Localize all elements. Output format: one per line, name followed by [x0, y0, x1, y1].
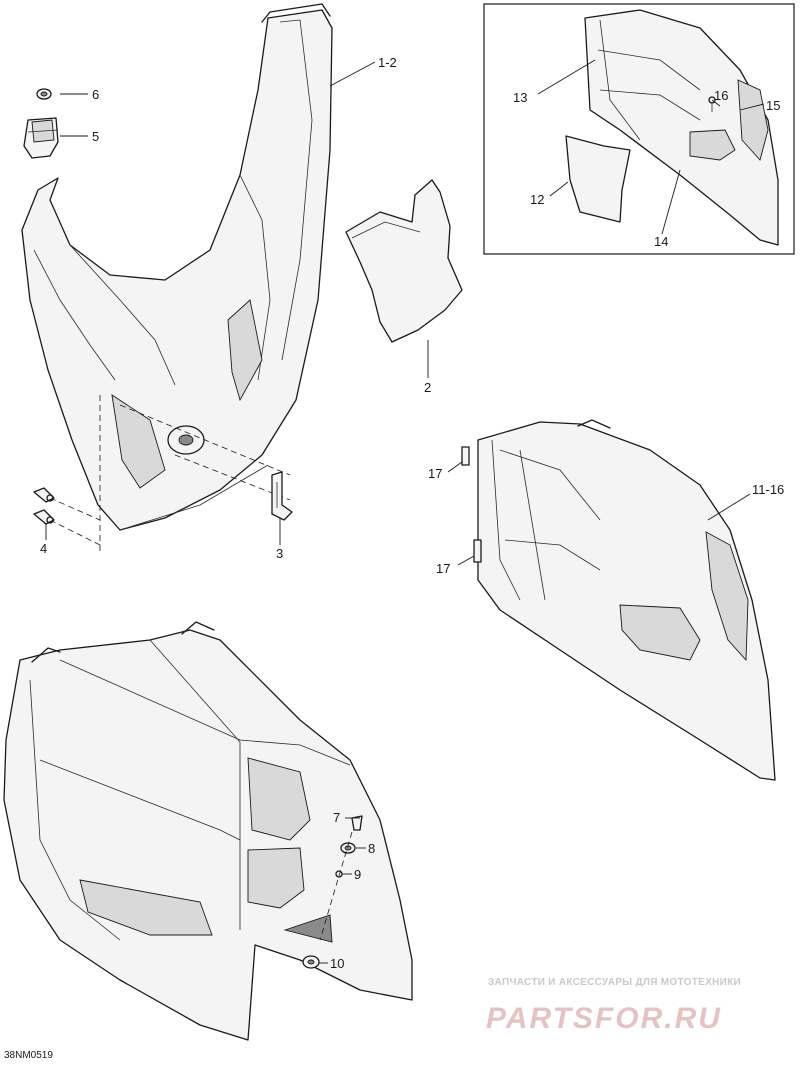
callout-11-16: 11-16	[752, 482, 784, 497]
callout-9: 9	[354, 867, 361, 882]
drawing-code: 38NM0519	[4, 1050, 53, 1061]
callout-8: 8	[368, 841, 375, 856]
side-panel-lower	[3, 621, 413, 1041]
callout-17-lower: 17	[436, 561, 450, 576]
leader-lines	[45, 59, 765, 964]
callout-15: 15	[766, 98, 780, 113]
callout-10: 10	[330, 956, 344, 971]
fasteners-4	[33, 487, 55, 525]
washer-6	[36, 88, 52, 100]
callout-16: 16	[714, 88, 728, 103]
strip-17	[461, 446, 482, 563]
callout-3: 3	[276, 546, 283, 561]
detail-inset	[483, 3, 795, 255]
watermark-subtitle: ЗАПЧАСТИ И АКСЕССУАРЫ ДЛЯ МОТОТЕХНИКИ	[488, 977, 741, 988]
callout-1-2: 1-2	[378, 55, 397, 70]
callout-17-upper: 17	[428, 466, 442, 481]
callout-4: 4	[40, 541, 47, 556]
assembly-lines	[49, 395, 291, 555]
side-panel-upper	[21, 3, 333, 531]
callout-5: 5	[92, 129, 99, 144]
callout-13: 13	[513, 90, 527, 105]
bracket	[271, 471, 293, 521]
watermark-logo: PARTSFOR.RU	[486, 1002, 722, 1035]
callout-2: 2	[424, 380, 431, 395]
inner-panel	[477, 419, 776, 781]
foam-pad	[345, 179, 463, 343]
callout-7: 7	[333, 810, 340, 825]
watermark: ЗАПЧАСТИ И АКСЕССУАРЫ ДЛЯ МОТОТЕХНИКИ PA…	[486, 977, 741, 1035]
callout-6: 6	[92, 87, 99, 102]
hardware-7-10	[302, 815, 363, 969]
callout-12: 12	[530, 192, 544, 207]
grommet-5	[23, 117, 59, 159]
callout-labels: 1-2 6 5 2 3 4 13 12 14 15 16 17 17 11-16…	[40, 55, 784, 971]
callout-14: 14	[654, 234, 668, 249]
